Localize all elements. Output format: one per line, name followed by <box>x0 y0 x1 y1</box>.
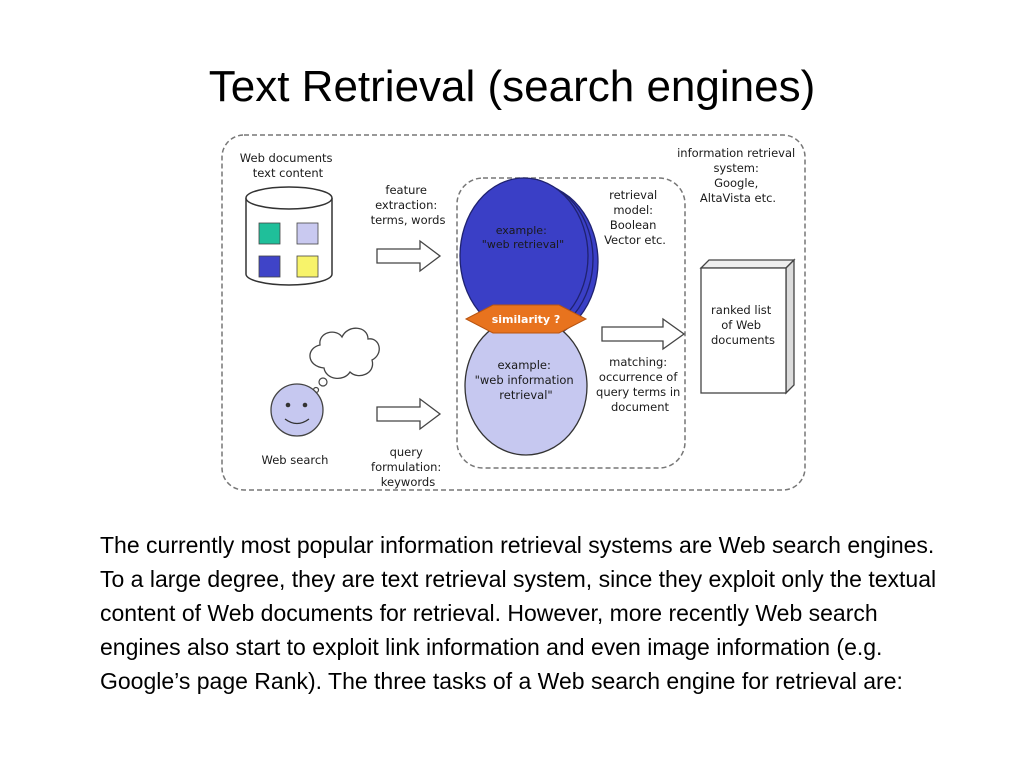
feature-arrow-icon <box>376 239 442 273</box>
query-formulation-label: query formulation: keywords <box>371 445 445 489</box>
similarity-badge <box>464 304 588 334</box>
web-retrieval-ellipses <box>459 177 599 341</box>
doc-square-teal <box>258 222 281 245</box>
user-face-icon <box>270 383 324 437</box>
irs-label: information retrieval system: Google, Al… <box>677 146 799 205</box>
retrieval-diagram: Web documents text content feature extra… <box>220 132 810 504</box>
documents-label: Web documents text content <box>240 151 336 180</box>
matching-arrow-icon <box>601 317 686 351</box>
ranked-list-box <box>699 258 796 395</box>
database-icon <box>245 186 333 286</box>
web-ir-label: example: "web information retrieval" <box>475 358 578 402</box>
slide-title: Text Retrieval (search engines) <box>208 62 816 111</box>
doc-square-blue <box>258 255 281 278</box>
similarity-label: similarity ? <box>492 313 561 326</box>
thought-cloud-icon <box>309 327 380 394</box>
body-paragraph: The currently most popular information r… <box>100 532 937 694</box>
query-arrow-icon <box>376 397 442 431</box>
matching-label: matching: occurrence of query terms in d… <box>596 355 684 414</box>
retrieval-model-label: retrieval model: Boolean Vector etc. <box>604 188 666 247</box>
doc-square-lavender <box>296 222 319 245</box>
ranked-list-label: ranked list of Web documents <box>711 303 775 347</box>
web-search-label: Web search <box>262 453 329 467</box>
diagram-outer-border <box>221 134 806 491</box>
retrieval-system-box <box>456 177 686 469</box>
feature-extraction-label: feature extraction: terms, words <box>371 183 446 227</box>
web-retrieval-label: example: "web retrieval" <box>482 224 564 251</box>
doc-square-yellow <box>296 255 319 278</box>
